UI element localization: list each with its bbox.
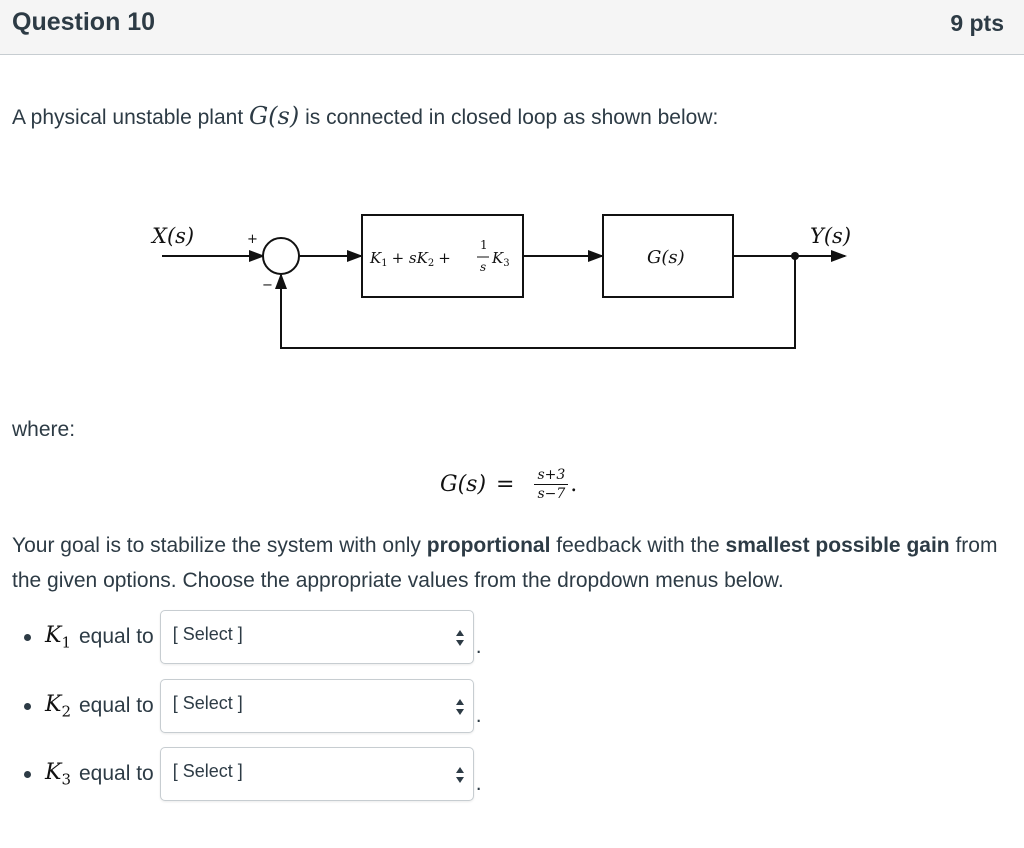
k3-select-value: [ Select ] <box>172 761 243 781</box>
k1-select-dropdown[interactable]: [ Select ] <box>159 610 474 664</box>
k2-select-value: [ Select ] <box>172 693 243 713</box>
question-title: Question 10 <box>12 8 156 36</box>
question-points: 9 pts <box>950 10 1004 36</box>
controller-fraction-num: 1 <box>480 238 488 252</box>
answer-row-k2: K2 equal to [ Select ] . <box>18 679 482 733</box>
plant-label: G(s) <box>647 247 685 268</box>
controller-transfer-function: K1+ sK2+ <box>369 249 451 269</box>
plant-eq-lhs: G(s) <box>440 471 487 497</box>
summing-junction <box>262 237 300 275</box>
controller-k3: K3 <box>491 249 510 269</box>
select-arrows-icon <box>455 699 464 715</box>
k3-select-dropdown[interactable]: [ Select ] <box>159 747 474 801</box>
question-header: Question 10 9 pts <box>0 0 1024 55</box>
k3-equal-to: equal to <box>78 762 154 785</box>
plant-eq-denominator: s−7 <box>537 485 566 502</box>
block-diagram: X(s) + − K1+ sK2+ 1 s K3 G(s) Y(s) <box>150 214 851 349</box>
output-label: Y(s) <box>810 224 851 248</box>
goal-text: Your goal is to stabilize the system wit… <box>12 534 998 592</box>
bullet-icon <box>24 633 31 641</box>
plant-eq-period: . <box>570 471 578 497</box>
goal-bold-smallest-gain: smallest possible gain <box>725 534 950 557</box>
plant-eq-numerator: s+3 <box>534 467 569 485</box>
controller-fraction-den: s <box>480 260 486 274</box>
bullet-icon <box>24 770 31 778</box>
controller-block <box>361 214 524 298</box>
plant-block <box>602 214 734 298</box>
where-label: where: <box>12 418 76 441</box>
answer-row-k1: K1 equal to [ Select ] . <box>18 610 482 664</box>
select-arrows-icon <box>455 630 464 646</box>
k1-select-value: [ Select ] <box>172 624 243 644</box>
answer-row-k3: K3 equal to [ Select ] . <box>18 747 482 801</box>
k1-equal-to: equal to <box>78 625 154 648</box>
feedback-path <box>275 256 796 349</box>
select-arrows-icon <box>455 767 464 783</box>
k1-symbol: K1 <box>45 622 71 652</box>
k2-equal-to: equal to <box>78 694 154 717</box>
k2-select-dropdown[interactable]: [ Select ] <box>159 679 474 733</box>
bullet-icon <box>24 702 31 710</box>
input-label: X(s) <box>150 224 194 248</box>
plant-equation: G(s) = s+3 s−7 . <box>440 462 577 506</box>
k3-symbol: K3 <box>45 759 71 789</box>
sum-plus-sign: + <box>247 232 258 247</box>
plant-symbol: G(s) <box>249 102 300 130</box>
goal-bold-proportional: proportional <box>426 534 551 557</box>
plant-eq-fraction: s+3 s−7 <box>534 467 569 502</box>
sum-minus-sign: − <box>262 278 273 293</box>
plant-eq-equals: = <box>496 471 515 497</box>
k2-symbol: K2 <box>45 691 71 721</box>
intro-text: A physical unstable plant G(s) is connec… <box>12 102 719 130</box>
